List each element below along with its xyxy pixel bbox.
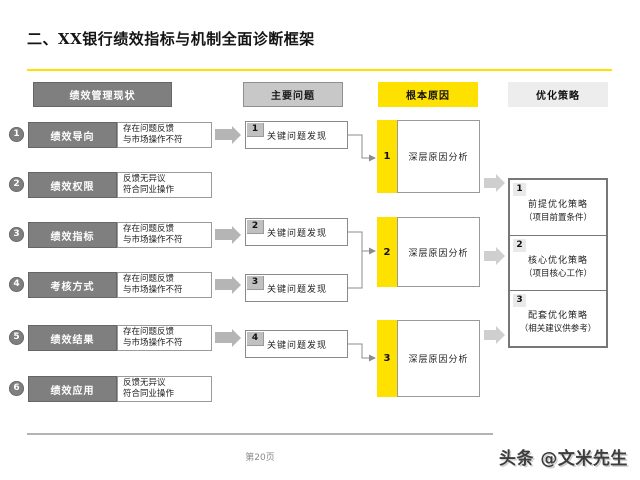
footer-divider <box>27 433 493 435</box>
row-number-badge: 2 <box>9 177 24 192</box>
status-label: 考核方式 <box>28 272 117 298</box>
strategy-number-badge: 3 <box>513 294 526 308</box>
problem-label: 关键问题发现 <box>267 131 328 142</box>
status-row-4: 4 考核方式 存在问题反馈 与市场操作不符 <box>0 272 245 298</box>
status-label: 绩效应用 <box>28 376 117 402</box>
problem-box-2: 2 关键问题发现 <box>245 218 348 246</box>
problem-label: 关键问题发现 <box>267 228 328 239</box>
strategy-number-badge: 1 <box>513 183 526 196</box>
cause-box-1: 1 深层原因分析 <box>377 120 480 193</box>
header-problems: 主要问题 <box>243 82 343 107</box>
page-title: 二、XX银行绩效指标与机制全面诊断框架 <box>27 30 315 48</box>
status-label: 绩效导向 <box>28 122 117 148</box>
right-block-arrow-icon <box>215 125 241 144</box>
status-row-2: 2 绩效权限 反馈无异议 符合同业操作 <box>0 172 245 198</box>
header-status: 绩效管理现状 <box>33 82 172 107</box>
right-block-arrow-icon <box>215 225 241 244</box>
status-desc-line1: 存在问题反馈 <box>123 327 175 337</box>
problem-number-badge: 1 <box>247 123 264 137</box>
strategy-subtitle: （相关建议供参考） <box>519 324 597 335</box>
status-row-3: 3 绩效指标 存在问题反馈 与市场操作不符 <box>0 222 245 248</box>
strategy-cell-1: 1 前提优化策略 （项目前置条件） <box>510 180 606 236</box>
right-block-arrow-icon <box>484 326 505 344</box>
page-number: 第20页 <box>245 453 275 463</box>
strategy-number-badge: 2 <box>513 238 526 252</box>
header-strategy: 优化策略 <box>508 82 608 107</box>
row-number-badge: 5 <box>9 330 24 345</box>
status-desc-line2: 与市场操作不符 <box>123 135 183 145</box>
problem-number-badge: 2 <box>247 220 264 234</box>
strategy-subtitle: （项目核心工作） <box>523 268 592 279</box>
status-desc-line1: 存在问题反馈 <box>123 124 175 134</box>
strategy-cell-3: 3 配套优化策略 （相关建议供参考） <box>510 291 606 346</box>
status-desc-line1: 反馈无异议 <box>123 174 166 184</box>
status-desc: 反馈无异议 符合同业操作 <box>117 172 212 198</box>
right-block-arrow-icon <box>215 275 241 294</box>
right-block-arrow-icon <box>215 328 241 347</box>
status-desc: 存在问题反馈 与市场操作不符 <box>117 325 212 351</box>
status-row-1: 1 绩效导向 存在问题反馈 与市场操作不符 <box>0 122 245 148</box>
problem-label: 关键问题发现 <box>267 340 328 351</box>
strategy-box: 1 前提优化策略 （项目前置条件） 2 核心优化策略 （项目核心工作） 3 配套… <box>508 178 608 348</box>
status-label: 绩效权限 <box>28 172 117 198</box>
status-desc: 存在问题反馈 与市场操作不符 <box>117 222 212 248</box>
status-row-6: 6 绩效应用 反馈无异议 符合同业操作 <box>0 376 245 402</box>
row-number-badge: 3 <box>9 227 24 242</box>
cause-box-2: 2 深层原因分析 <box>377 217 480 287</box>
problem-box-3: 3 关键问题发现 <box>245 274 348 302</box>
row-number-badge: 6 <box>9 381 24 396</box>
status-desc-line1: 存在问题反馈 <box>123 224 175 234</box>
watermark: 头条 @文米先生 <box>499 449 628 469</box>
status-desc: 存在问题反馈 与市场操作不符 <box>117 122 212 148</box>
status-desc: 存在问题反馈 与市场操作不符 <box>117 272 212 298</box>
title-underline <box>27 69 612 71</box>
strategy-title: 前提优化策略 <box>527 199 588 210</box>
cause-label: 深层原因分析 <box>397 320 480 397</box>
status-desc-line2: 与市场操作不符 <box>123 338 183 348</box>
problem-number-badge: 3 <box>247 276 264 290</box>
problem-box-1: 1 关键问题发现 <box>245 121 348 149</box>
row-number-badge: 1 <box>9 127 24 142</box>
status-label: 绩效结果 <box>28 325 117 351</box>
right-block-arrow-icon <box>484 174 505 192</box>
header-root-cause: 根本原因 <box>378 82 478 107</box>
status-desc-line1: 反馈无异议 <box>123 378 166 388</box>
status-desc-line2: 与市场操作不符 <box>123 235 183 245</box>
cause-box-3: 3 深层原因分析 <box>377 320 480 397</box>
problem-label: 关键问题发现 <box>267 284 328 295</box>
right-block-arrow-icon <box>484 247 505 265</box>
strategy-title: 配套优化策略 <box>527 311 588 322</box>
status-desc-line2: 符合同业操作 <box>123 389 175 399</box>
status-desc-line2: 与市场操作不符 <box>123 285 183 295</box>
status-label: 绩效指标 <box>28 222 117 248</box>
strategy-cell-2: 2 核心优化策略 （项目核心工作） <box>510 236 606 292</box>
strategy-subtitle: （项目前置条件） <box>523 212 592 223</box>
strategy-title: 核心优化策略 <box>527 255 588 266</box>
cause-number-badge: 3 <box>377 320 397 397</box>
problem-number-badge: 4 <box>247 332 264 346</box>
cause-number-badge: 2 <box>377 217 397 287</box>
status-desc: 反馈无异议 符合同业操作 <box>117 376 212 402</box>
row-number-badge: 4 <box>9 277 24 292</box>
status-row-5: 5 绩效结果 存在问题反馈 与市场操作不符 <box>0 325 245 351</box>
problem-box-4: 4 关键问题发现 <box>245 330 348 358</box>
status-desc-line1: 存在问题反馈 <box>123 274 175 284</box>
status-desc-line2: 符合同业操作 <box>123 185 175 195</box>
cause-number-badge: 1 <box>377 120 397 193</box>
cause-label: 深层原因分析 <box>397 120 480 193</box>
cause-label: 深层原因分析 <box>397 217 480 287</box>
